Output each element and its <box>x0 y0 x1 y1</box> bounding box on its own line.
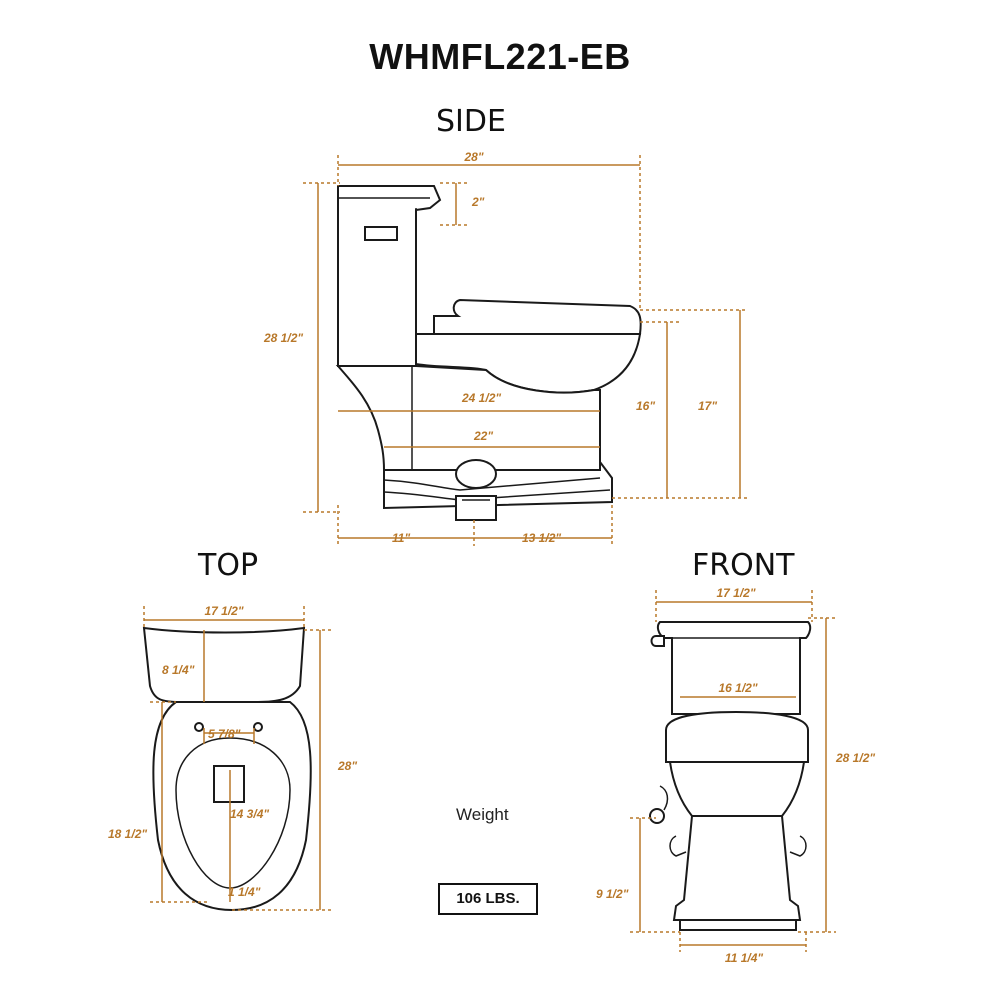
front-to-outlet-label: 13 1/2" <box>522 531 561 545</box>
weight-label: Weight <box>456 805 509 824</box>
front-height-label: 28 1/2" <box>835 751 875 765</box>
outlet-collar <box>455 459 497 489</box>
top-view-label: TOP <box>198 548 259 583</box>
front-seat-outline <box>665 710 809 763</box>
bolt-hole-right <box>253 722 263 732</box>
weight-value-box: 106 LBS. <box>438 883 538 915</box>
front-view-drawing <box>649 621 812 931</box>
side-seat-outline <box>433 298 642 335</box>
bolt-hole-left <box>194 722 204 732</box>
page-title: WHMFL221-EB <box>369 36 631 77</box>
tank-lid-label: 2" <box>471 195 485 209</box>
front-pedestal-outline <box>672 815 802 921</box>
front-dimension-lines <box>630 590 836 952</box>
side-view-label: SIDE <box>436 104 506 139</box>
supply-valve <box>649 808 665 824</box>
rim-height-label: 17" <box>698 399 717 413</box>
top-length-label: 28" <box>337 759 357 773</box>
front-bowl-outline <box>668 761 806 817</box>
top-dimension-labels: 17 1/2" 8 1/4" 5 7/8" 28" 14 3/4" 18 1/2… <box>108 604 357 899</box>
bolt-spacing-label: 5 7/8" <box>208 727 241 741</box>
side-dimension-lines <box>303 155 748 546</box>
bowl-length-top-label: 18 1/2" <box>108 827 147 841</box>
front-base-outline <box>679 919 797 931</box>
supply-height-label: 9 1/2" <box>596 887 629 901</box>
tank-depth-label: 8 1/4" <box>162 663 195 677</box>
front-gap-label: 1 1/4" <box>228 885 261 899</box>
side-base-outline <box>383 459 613 510</box>
front-bowl-width-label: 16 1/2" <box>718 681 757 695</box>
side-dimension-labels: 28" 2" 28 1/2" 16" 17" 24 1/2" 22" 11" 1… <box>263 150 717 545</box>
front-base-width-label: 11 1/4" <box>725 951 763 965</box>
flush-lever-outline <box>364 226 398 241</box>
outlet-square <box>213 765 245 803</box>
base-length-label: 22" <box>473 429 493 443</box>
side-pedestal-outline <box>335 365 601 471</box>
side-height-label: 28 1/2" <box>263 331 303 345</box>
side-length-label: 28" <box>463 150 483 164</box>
rough-in-label: 11" <box>392 531 410 545</box>
seat-height-label: 16" <box>636 399 655 413</box>
front-dimension-labels: 17 1/2" 16 1/2" 28 1/2" 9 1/2" 11 1/4" <box>596 586 875 965</box>
front-tank-width-label: 17 1/2" <box>716 586 755 600</box>
top-view-drawing <box>142 626 312 912</box>
side-view-drawing <box>335 185 642 521</box>
bowl-length-label: 24 1/2" <box>461 391 501 405</box>
top-dimension-lines <box>143 606 334 911</box>
top-width-label: 17 1/2" <box>204 604 243 618</box>
front-tank-outline <box>656 621 812 715</box>
top-tank-outline <box>142 626 306 703</box>
front-view-label: FRONT <box>692 548 795 583</box>
flush-handle <box>650 635 665 647</box>
opening-length-label: 14 3/4" <box>230 807 269 821</box>
